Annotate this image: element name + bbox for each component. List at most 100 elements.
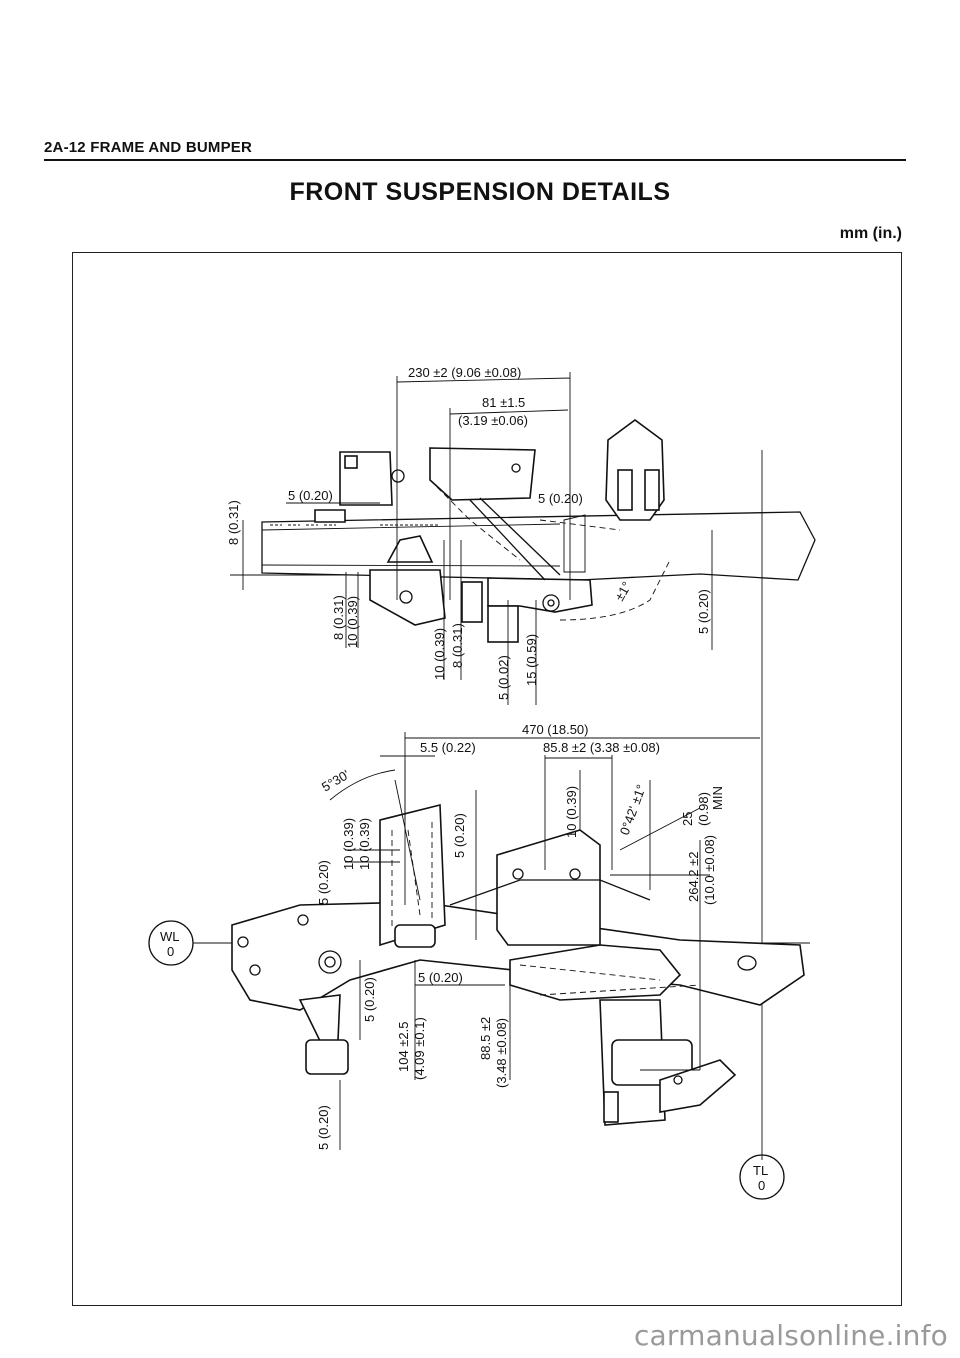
rail-end-hole bbox=[737, 955, 757, 971]
dim-25-label: 25 bbox=[680, 812, 695, 826]
bracket-left bbox=[314, 509, 346, 523]
spring-seat bbox=[659, 1059, 737, 1113]
dim-5d-label: 5 (0.20) bbox=[362, 977, 377, 1022]
tower-column-left bbox=[617, 469, 633, 511]
hanger-left bbox=[298, 994, 341, 1046]
dim-lines-middle bbox=[443, 540, 537, 705]
dim-5e-label: 5 (0.20) bbox=[316, 1105, 331, 1150]
lower-arm-hidden bbox=[519, 964, 701, 996]
dim-264-in-label: (10.0 ±0.08) bbox=[702, 835, 717, 905]
dim-5a-label: 5 (0.20) bbox=[316, 860, 331, 905]
angle-1-label: ±1° bbox=[612, 579, 635, 603]
dim-88-label: 88.5 ±2 bbox=[478, 1017, 493, 1060]
dim-10a-label: 10 (0.39) bbox=[341, 818, 356, 870]
dim-line-81 bbox=[449, 408, 569, 600]
watermark: carmanualsonline.info bbox=[633, 1319, 948, 1352]
crossmember-box bbox=[496, 829, 601, 946]
tower-plate bbox=[563, 514, 586, 573]
dim-104-in-label: (4.09 ±0.1) bbox=[412, 1017, 427, 1080]
tl-marker bbox=[739, 1154, 785, 1200]
diagonal-link bbox=[469, 497, 561, 581]
dim-line-left-8 bbox=[230, 520, 345, 590]
tl-value: 0 bbox=[758, 1178, 765, 1193]
arm-bolt bbox=[542, 594, 560, 612]
dim-line-230 bbox=[396, 372, 571, 600]
dim-5b-label: 5 (0.20) bbox=[452, 813, 467, 858]
dim-5-left-label: 5 (0.20) bbox=[288, 488, 333, 503]
bump-stop-top bbox=[386, 535, 434, 563]
pillar-bracket bbox=[379, 803, 446, 947]
wl-value: 0 bbox=[167, 944, 174, 959]
bracket-hole bbox=[511, 463, 521, 473]
mount-hole bbox=[391, 469, 405, 483]
upper-view: 230 ±2 (9.06 ±0.08) 81 ±1.5 (3.19 ±0.06)… bbox=[226, 365, 816, 705]
arm-stub bbox=[487, 605, 519, 643]
crossmember-hole-left bbox=[512, 868, 524, 880]
dim-104-label: 104 ±2.5 bbox=[396, 1021, 411, 1072]
tl-label: TL bbox=[753, 1163, 768, 1178]
lower-view: WL 0 TL 0 470 (18 bbox=[148, 450, 810, 1200]
dim-81-label: 81 ±1.5 bbox=[482, 395, 525, 410]
dim-230-label: 230 ±2 (9.06 ±0.08) bbox=[408, 365, 521, 380]
dim-10b-label: 10 (0.39) bbox=[432, 628, 447, 680]
frame-rail-upper bbox=[261, 511, 816, 581]
arm-block bbox=[461, 581, 483, 623]
rail-hole-2 bbox=[237, 936, 249, 948]
wl-label: WL bbox=[160, 929, 180, 944]
main-bracket bbox=[429, 447, 536, 501]
dim-8-label: 8 (0.31) bbox=[331, 595, 346, 640]
angle-042-lines bbox=[619, 780, 701, 890]
section-heading: 2A-12 FRAME AND BUMPER bbox=[44, 139, 253, 156]
dim-10c-label: 10 (0.39) bbox=[564, 786, 579, 838]
page-header: 2A-12 FRAME AND BUMPER bbox=[44, 137, 906, 161]
dim-15-label: 15 (0.59) bbox=[524, 634, 539, 686]
dim-left-8-label: 8 (0.31) bbox=[226, 500, 241, 545]
crossmember-link bbox=[449, 879, 651, 906]
lower-arm bbox=[509, 944, 682, 1001]
page-title: FRONT SUSPENSION DETAILS bbox=[289, 178, 671, 206]
dim-5-002-label: 5 (0.02) bbox=[496, 655, 511, 700]
dim-5c-label: 5 (0.20) bbox=[418, 970, 463, 985]
dim-25-in-label: (0.98) bbox=[696, 792, 711, 826]
frame-rail-inner-lines bbox=[261, 523, 561, 567]
units-label: mm (in.) bbox=[839, 225, 902, 242]
dim-lines-8-10 bbox=[345, 572, 359, 648]
dim-10b-lower-label: 10 (0.39) bbox=[357, 818, 372, 870]
dim-470-label: 470 (18.50) bbox=[522, 722, 589, 737]
dim-far-5-label: 5 (0.20) bbox=[696, 589, 711, 634]
crossmember-hole-right bbox=[569, 868, 581, 880]
dim-85-label: 85.8 ±2 (3.38 ±0.08) bbox=[543, 740, 660, 755]
tower-column-right bbox=[644, 469, 660, 511]
rail-hole-large bbox=[318, 950, 342, 974]
dim-lines-lower-left bbox=[345, 770, 581, 940]
arm-hidden-line bbox=[559, 559, 671, 621]
dim-5-right-label: 5 (0.20) bbox=[538, 491, 583, 506]
diagram-frame bbox=[72, 252, 902, 1306]
arm-bolt-center bbox=[547, 599, 555, 607]
dim-lines-5-5-85 bbox=[380, 755, 613, 870]
angle-042-label: 0°42' ±1° bbox=[617, 783, 649, 838]
wl-marker bbox=[148, 920, 194, 966]
rail-hole-large-inner bbox=[324, 956, 336, 968]
spring-seat-hole bbox=[673, 1075, 683, 1085]
dim-81-in-label: (3.19 ±0.06) bbox=[458, 413, 528, 428]
pillar-slot bbox=[394, 924, 436, 948]
rail-hole-3 bbox=[297, 914, 309, 926]
dim-min-label: MIN bbox=[710, 786, 725, 810]
bushing-right bbox=[611, 1039, 693, 1086]
dim-lines-lower-bottom bbox=[339, 960, 511, 1150]
dim-5-5-label: 5.5 (0.22) bbox=[420, 740, 476, 755]
angle-530-arc bbox=[329, 760, 421, 901]
bump-stop bbox=[369, 569, 446, 626]
rail-hole-1 bbox=[249, 964, 261, 976]
dim-8b-label: 8 (0.31) bbox=[450, 623, 465, 668]
dim-10-label: 10 (0.39) bbox=[345, 596, 360, 648]
upper-hidden-lines bbox=[429, 479, 621, 561]
mount-bolt-square bbox=[344, 455, 358, 469]
dim-88-in-label: (3.48 ±0.08) bbox=[494, 1018, 509, 1088]
angle-530-label: 5°30' bbox=[319, 767, 352, 795]
bushing-left bbox=[305, 1039, 349, 1075]
bump-stop-hole bbox=[399, 590, 413, 604]
dim-line-264 bbox=[610, 840, 710, 1071]
